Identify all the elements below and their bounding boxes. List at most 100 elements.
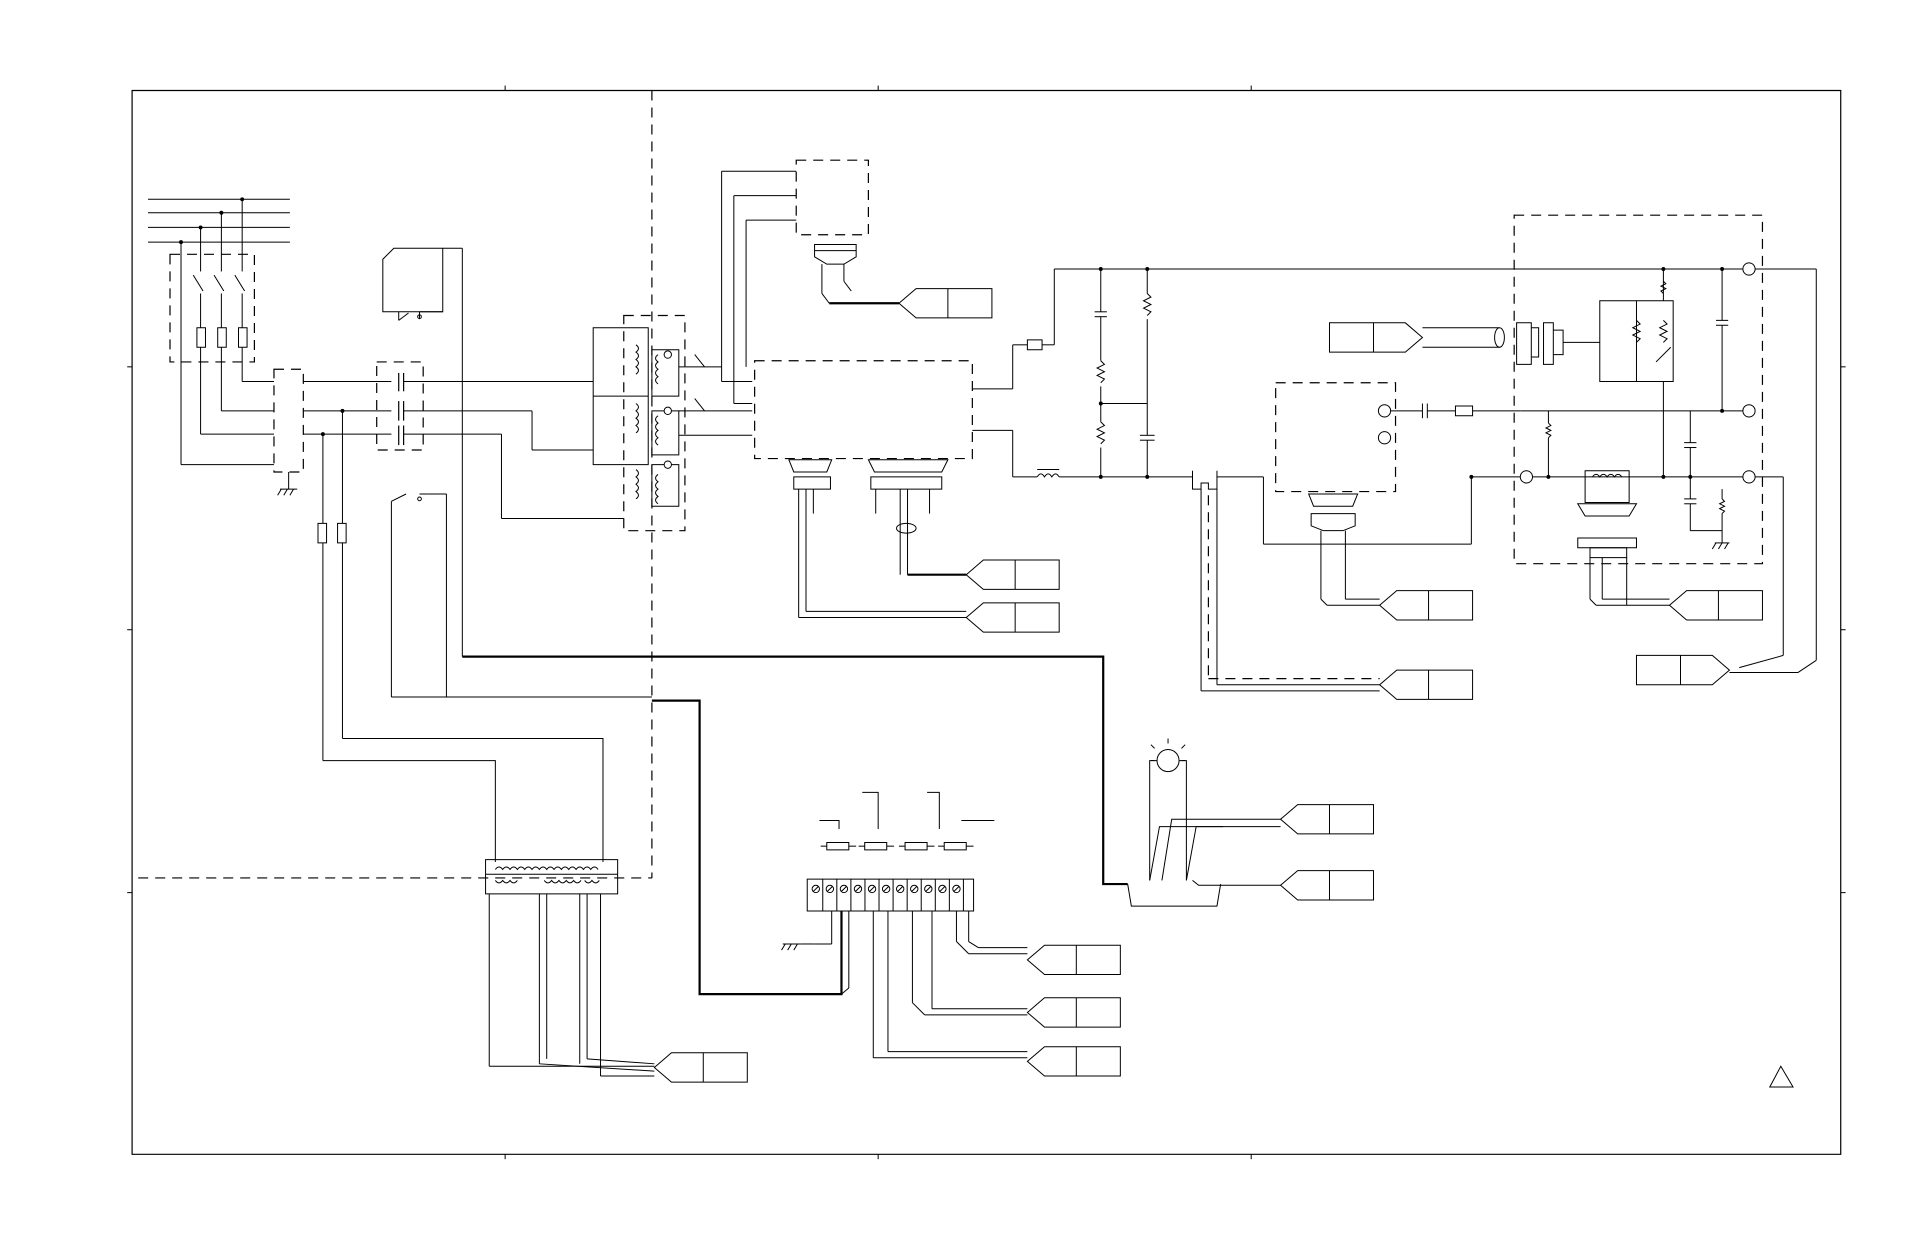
off-page-connector (1027, 945, 1120, 974)
mains-fuses (197, 328, 247, 348)
mains-switch-enclosure (170, 254, 254, 362)
main-contactor (377, 248, 624, 697)
sensor-board (1520, 269, 1749, 549)
contactor-enclosure (377, 362, 423, 450)
main-transformer (593, 171, 752, 530)
output-module-plug (1578, 471, 1670, 606)
control-fuses (318, 411, 346, 761)
revision-marker (1770, 1066, 1793, 1087)
gun-connector (1422, 323, 1563, 365)
board-connector-right (868, 460, 948, 575)
off-page-connectors (654, 289, 1762, 1083)
terminal-screw-icon (882, 885, 889, 892)
terminal-screw-icon (953, 885, 960, 892)
zone-ticks (127, 86, 1845, 1160)
fuse-icon (318, 523, 327, 543)
junction-dots (179, 197, 245, 245)
indicator-lamp (1128, 739, 1281, 907)
terminal-to-contactor-wires (303, 382, 391, 435)
terminal-screw-icon (854, 885, 861, 892)
off-page-connector (654, 1053, 747, 1082)
terminal-screws (812, 879, 963, 911)
secondary-taps (652, 350, 679, 507)
off-page-connector (1380, 670, 1473, 699)
off-page-connector-shape (1329, 323, 1422, 352)
fuse-icon (338, 523, 347, 543)
revision-triangle-icon (1770, 1066, 1793, 1087)
transformer-windings (636, 345, 658, 504)
terminal-block-input (274, 369, 303, 495)
off-page-connector (1670, 591, 1763, 620)
off-page-connector (1329, 323, 1422, 352)
terminal-screw-icon (840, 885, 847, 892)
contactor-coil-box (383, 248, 443, 312)
off-page-connector-shape (1636, 655, 1729, 684)
terminal-strip (782, 792, 1028, 1057)
drawing-frame (127, 86, 1845, 1160)
terminal-screw-icon (925, 885, 932, 892)
shunt-connector (1193, 471, 1380, 691)
off-page-connector (1636, 655, 1729, 684)
off-page-connector-shape (899, 289, 992, 318)
board-connector-left (789, 460, 966, 618)
inductor-icon (1037, 474, 1059, 477)
off-page-connector-shape (966, 560, 1059, 589)
fuse-icon (239, 328, 248, 348)
mains-disconnect-switch (193, 199, 244, 327)
off-page-connector-shape (1380, 591, 1473, 620)
off-page-connector (966, 603, 1059, 632)
off-page-connector-shape (654, 1053, 747, 1082)
lamp-icon (1157, 750, 1179, 772)
mains-feed-wires (181, 242, 274, 465)
fuse-icon (1027, 340, 1042, 350)
contactor-main-contacts (399, 373, 404, 445)
terminal-screw-icon (826, 885, 833, 892)
dc-output-section (1013, 267, 1817, 691)
filter-components (1095, 269, 1155, 477)
off-page-connector (1027, 998, 1120, 1027)
control-wiring (323, 657, 1128, 994)
terminal-screw-icon (897, 885, 904, 892)
off-page-connector (966, 560, 1059, 589)
contactor-control-switch (399, 312, 443, 321)
frame-border (132, 90, 1841, 1154)
top-module-plug (815, 245, 857, 304)
off-page-connector-shape (1670, 591, 1763, 620)
fuse-icon (1455, 406, 1472, 416)
fuse-icon (218, 328, 227, 348)
transformer-enclosure (624, 315, 685, 530)
junction-dots (320, 408, 345, 437)
off-page-connector-shape (1380, 670, 1473, 699)
terminal-screw-icon (868, 885, 875, 892)
off-page-connector-shape (1281, 805, 1374, 834)
terminal-screw-icon (939, 885, 946, 892)
terminal-screw-icon (812, 885, 819, 892)
off-page-connector-shape (966, 603, 1059, 632)
junction-dots (1469, 267, 1725, 479)
remote-module-plug (1309, 494, 1380, 605)
terminal-fuses (819, 792, 994, 849)
zone-divider (138, 90, 652, 877)
off-page-connector-shape (1281, 871, 1374, 900)
remote-control-module (1263, 383, 1520, 606)
terminal-screw-icon (911, 885, 918, 892)
off-page-connector (1281, 805, 1374, 834)
control-transformer (486, 860, 655, 1076)
off-page-connector (899, 289, 992, 318)
ground-icon (782, 944, 802, 950)
output-terminals (1520, 263, 1755, 483)
junction-dots (1098, 267, 1150, 479)
off-page-connector (1281, 871, 1374, 900)
off-page-connector-shape (1027, 998, 1120, 1027)
secondary-output-wires (679, 171, 752, 435)
off-page-connector (1380, 591, 1473, 620)
contactor-aux-switch (391, 494, 446, 697)
fuse-icon (197, 328, 206, 348)
contactor-output-wires (404, 382, 624, 519)
right-output-module (1422, 215, 1816, 672)
terminal-outputs (782, 911, 1028, 1058)
off-page-connector-shape (1027, 945, 1120, 974)
supply-bus-lines (148, 199, 290, 242)
central-control-board (755, 345, 1013, 618)
